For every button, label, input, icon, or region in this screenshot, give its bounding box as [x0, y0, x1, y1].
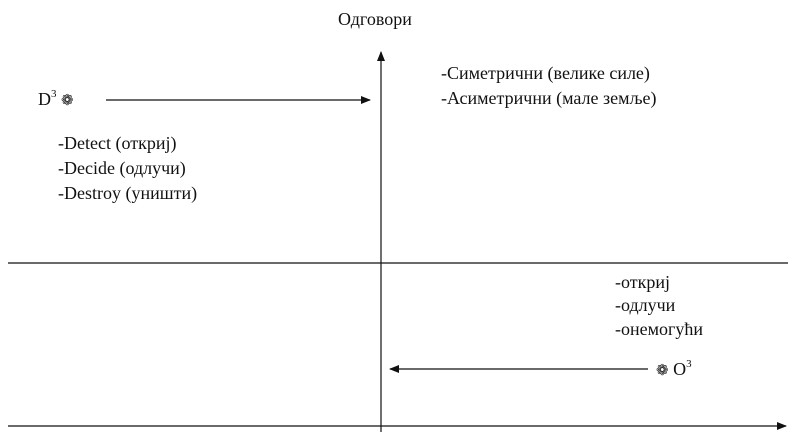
d3-item-detect: -Detect (откриј) [58, 133, 177, 153]
o3-item-decide: -одлучи [615, 295, 676, 315]
asymmetric-item: -Асиметрични (мале земље) [441, 88, 657, 108]
flower-icon: ❁ [656, 363, 669, 379]
d3-superscript: 3 [51, 88, 57, 100]
o3-superscript: 3 [686, 358, 692, 370]
diagram-title: Одговори [338, 9, 412, 29]
d3-label: D3 ❁ [38, 88, 74, 112]
o3-letter: O [673, 359, 687, 379]
symmetric-item: -Симетрични (велике силе) [441, 63, 650, 83]
o3-label: ❁ O3 [656, 358, 692, 382]
d3-item-decide: -Decide (одлучи) [58, 158, 186, 178]
d3-item-destroy: -Destroy (уништи) [58, 183, 198, 203]
flower-icon: ❁ [61, 93, 74, 109]
o3-item-disable: -онемогући [615, 319, 704, 339]
d3-letter: D [38, 89, 51, 109]
o3-item-detect: -откриј [615, 272, 671, 292]
